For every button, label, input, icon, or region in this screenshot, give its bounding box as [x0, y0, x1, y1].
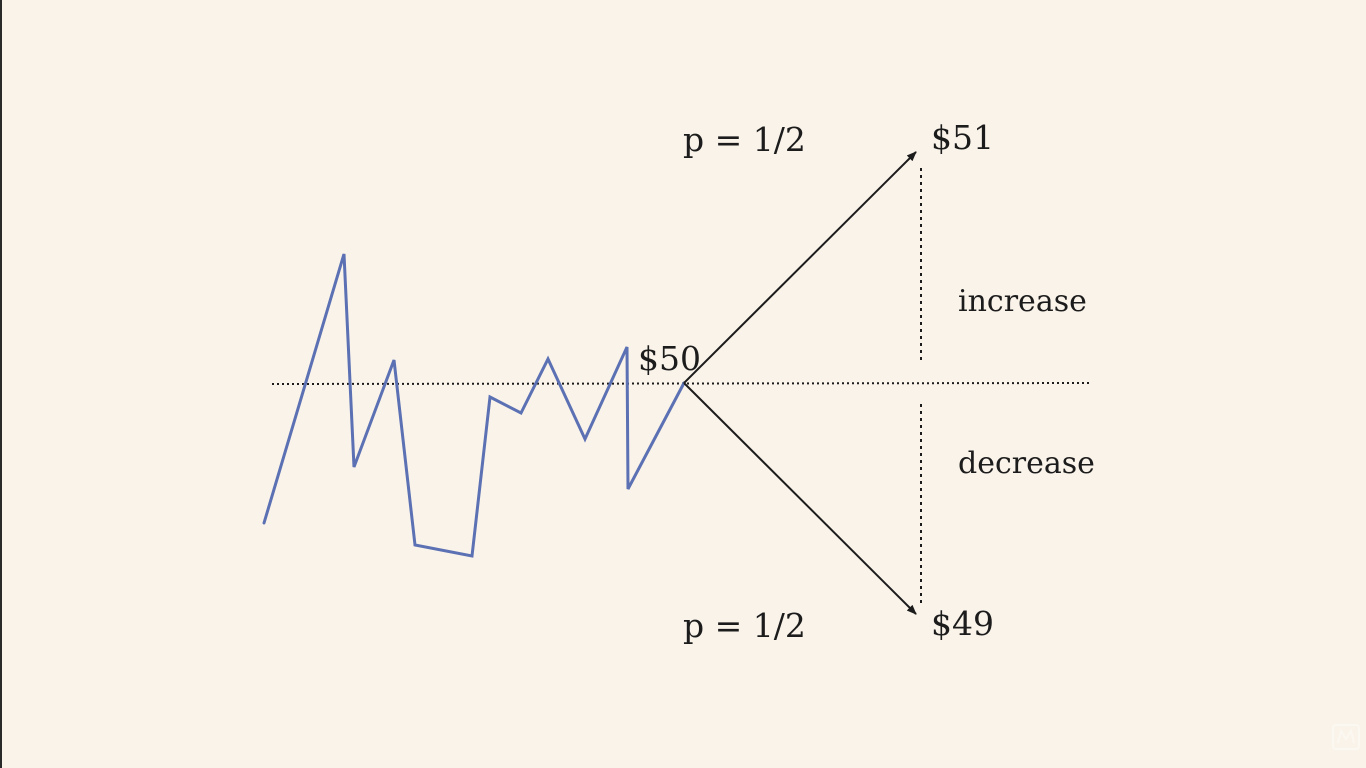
price-path-line: [262, 253, 686, 558]
up-arrow: [683, 151, 917, 384]
down-price-label: $49: [931, 604, 994, 643]
watermark-logo-icon: [1332, 724, 1360, 750]
down-probability-label: p = 1/2: [683, 606, 806, 645]
increase-label: increase: [958, 284, 1087, 319]
up-price-label: $51: [931, 118, 994, 157]
up-probability-label: p = 1/2: [683, 120, 806, 159]
baseline-dotted-line: [271, 382, 1091, 385]
window-edge: [0, 0, 2, 768]
decrease-label: decrease: [958, 446, 1095, 481]
down-arrow: [683, 382, 917, 615]
start-price-label: $50: [638, 339, 701, 378]
